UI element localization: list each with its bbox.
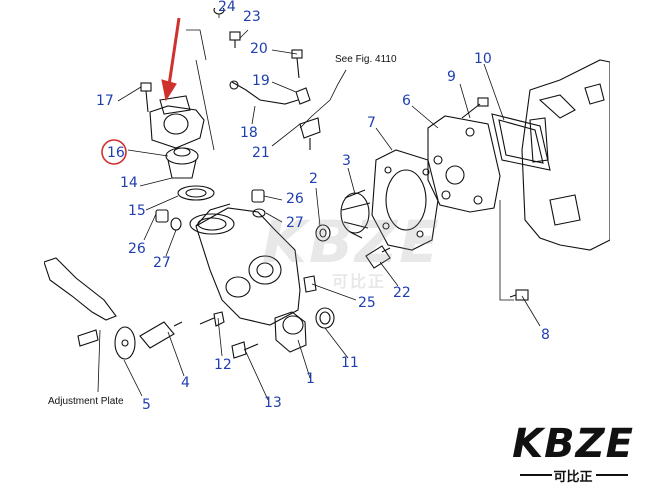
callout-9: 9 xyxy=(447,69,456,85)
callout-1: 1 xyxy=(306,371,315,387)
callout-15: 15 xyxy=(128,203,146,219)
callout-7: 7 xyxy=(367,115,376,131)
callout-20: 20 xyxy=(250,41,268,57)
line-art xyxy=(44,8,610,401)
gasket-15 xyxy=(177,185,215,201)
brand-rule-right xyxy=(596,474,628,476)
bolt-13 xyxy=(231,341,259,359)
callout-17: 17 xyxy=(96,93,114,109)
callout-23: 23 xyxy=(243,9,261,25)
callout-12: 12 xyxy=(214,357,232,373)
shaft-4 xyxy=(139,321,183,349)
o-ring-11 xyxy=(315,307,335,329)
sensor-harness xyxy=(229,80,321,150)
callout-8: 8 xyxy=(541,327,550,343)
brand-rule-left xyxy=(520,474,552,476)
callout-14: 14 xyxy=(120,175,138,191)
callout-3: 3 xyxy=(342,153,351,169)
callout-25: 25 xyxy=(358,295,376,311)
pulley-5 xyxy=(114,326,136,360)
highlight-circle xyxy=(101,139,127,165)
brand-subtitle: 可比正 xyxy=(553,470,593,485)
callout-19: 19 xyxy=(252,73,270,89)
callout-18: 18 xyxy=(240,125,258,141)
bolt-12 xyxy=(199,311,225,327)
callout-5: 5 xyxy=(142,397,151,413)
callout-26-left: 26 xyxy=(128,241,146,257)
bolt-9 xyxy=(461,97,489,119)
callout-24: 24 xyxy=(218,0,236,15)
leader-lines xyxy=(97,14,541,401)
engine-block xyxy=(521,59,610,251)
adjustment-plate-label: Adjustment Plate xyxy=(48,396,124,407)
gasket-10 xyxy=(491,113,551,171)
bolt-17 xyxy=(140,82,152,113)
cover-plate-6 xyxy=(427,115,501,213)
watermark-text: KBZE xyxy=(262,208,441,276)
callout-11: 11 xyxy=(341,355,359,371)
watermark: KBZE 可比正 xyxy=(262,208,441,292)
adjustment-bracket xyxy=(44,257,117,347)
brand-wordmark: KBZE xyxy=(512,421,634,467)
callout-16: 16 xyxy=(107,145,125,161)
figure-reference: See Fig. 4110 xyxy=(335,54,397,65)
watermark-sub: 可比正 xyxy=(332,272,387,291)
red-arrow xyxy=(161,17,181,102)
thermostat-14 xyxy=(165,147,199,179)
bolt-8 xyxy=(509,289,529,301)
gasket-7 xyxy=(371,149,439,251)
callout-6: 6 xyxy=(402,93,411,109)
plug-26-left xyxy=(155,209,182,231)
brand-logo: KBZE 可比正 xyxy=(498,421,648,485)
callout-22: 22 xyxy=(393,285,411,301)
callout-21: 21 xyxy=(252,145,270,161)
callout-26-right: 26 xyxy=(286,191,304,207)
callout-13: 13 xyxy=(264,395,282,411)
callout-4: 4 xyxy=(181,375,190,391)
callout-2: 2 xyxy=(309,171,318,187)
seal-2 xyxy=(315,224,331,242)
exploded-parts-diagram: KBZE 可比正 24 23 20 19 18 21 17 16 14 15 2… xyxy=(44,0,610,428)
callout-27-right: 27 xyxy=(286,215,304,231)
fitting-25 xyxy=(303,275,317,293)
thermostat-housing xyxy=(149,95,205,149)
callout-27-left: 27 xyxy=(153,255,171,271)
callout-10: 10 xyxy=(474,51,492,67)
sensor-22 xyxy=(365,245,391,269)
